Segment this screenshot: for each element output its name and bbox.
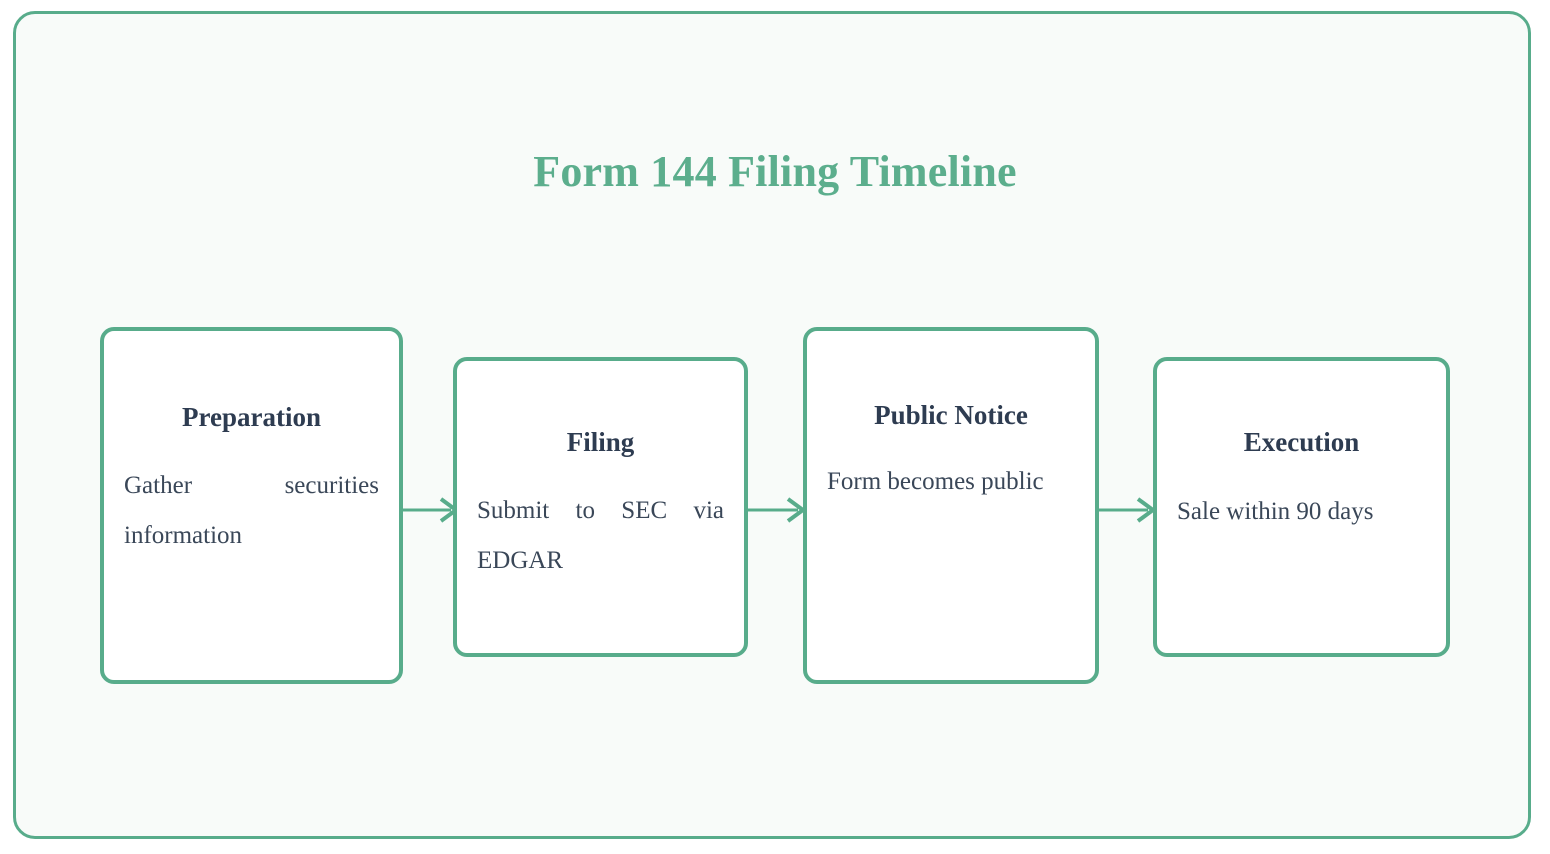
connector-filing-to-public-notice — [746, 492, 806, 528]
step-heading: Public Notice — [874, 400, 1028, 430]
arrow-right-icon — [746, 497, 806, 523]
step-body: Form becomes public — [827, 468, 1044, 495]
page-title: Form 144 Filing Timeline — [533, 147, 1017, 196]
arrow-right-icon — [1097, 497, 1156, 523]
step-card-content: Filing Submit to SEC via EDGAR — [471, 361, 730, 706]
timeline-flow: Preparation Gather securities informatio… — [16, 314, 1534, 704]
step-heading: Filing — [566, 427, 635, 457]
step-card-filing[interactable]: Filing Submit to SEC via EDGAR — [453, 357, 748, 657]
connector-preparation-to-filing — [401, 492, 459, 528]
step-card-content: Public Notice Form becomes public — [821, 331, 1081, 736]
step-card-content: Preparation Gather securities informatio… — [118, 331, 385, 738]
step-body: Gather securities information — [124, 472, 379, 549]
step-card-public-notice[interactable]: Public Notice Form becomes public — [803, 327, 1099, 684]
step-body: Submit to SEC via EDGAR — [477, 497, 724, 574]
step-heading: Execution — [1243, 427, 1360, 457]
diagram-frame: Form 144 Filing Timeline Preparation Gat… — [13, 11, 1531, 839]
step-card-content: Execution Sale within 90 days — [1171, 361, 1432, 706]
step-heading: Preparation — [182, 402, 321, 432]
connector-public-notice-to-execution — [1097, 492, 1156, 528]
arrow-right-icon — [401, 497, 459, 523]
step-card-execution[interactable]: Execution Sale within 90 days — [1153, 357, 1450, 657]
step-card-preparation[interactable]: Preparation Gather securities informatio… — [100, 327, 403, 684]
step-body: Sale within 90 days — [1177, 498, 1374, 525]
